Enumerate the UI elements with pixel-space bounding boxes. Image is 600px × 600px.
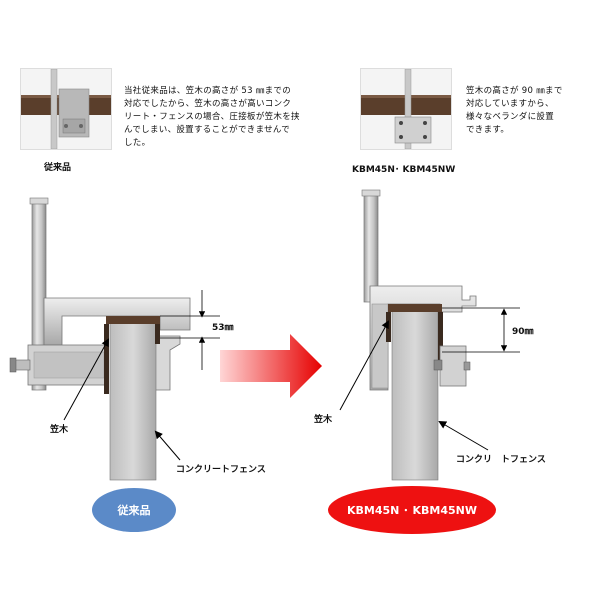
conventional-description-line: 当社従来品は、笠木の高さが 53 ㎜までの <box>124 86 292 96</box>
conventional-description: 当社従来品は、笠木の高さが 53 ㎜までの 対応でしたから、笠木の高さが高いコン… <box>124 85 344 150</box>
new-description-line: 笠木の高さが 90 ㎜まで <box>466 86 563 96</box>
conventional-description-line: んでしまい、設置することができませんで <box>124 125 291 135</box>
new-description-line: 様々なベランダに設置 <box>466 112 555 122</box>
new-photo-caption: KBM45N･ KBM45NW <box>352 165 456 175</box>
conventional-photo-caption: 従来品 <box>44 163 72 173</box>
new-pole <box>363 191 379 303</box>
new-fence <box>391 307 439 481</box>
conventional-photo-illustration <box>21 69 111 149</box>
new-description-line: 対応していますから、 <box>466 99 554 109</box>
conventional-product-photo <box>20 68 112 150</box>
conventional-description-line: 対応でしたから、笠木の高さが高いコンク <box>124 99 292 109</box>
conventional-kasagi <box>106 316 160 324</box>
conventional-badge: 従来品 <box>92 488 176 532</box>
conventional-description-line: リート・フェンスの場合、圧接板が笠木を挟 <box>124 112 300 122</box>
new-kasagi-label: 笠木 <box>314 415 333 425</box>
conventional-fence <box>109 319 157 481</box>
conventional-badge-label: 従来品 <box>117 504 151 517</box>
new-dimension-label: 90㎜ <box>512 327 534 337</box>
conventional-dimension-label: 53㎜ <box>212 323 234 333</box>
new-badge: KBM45N ･ KBM45NW <box>328 486 496 534</box>
new-description: 笠木の高さが 90 ㎜まで 対応していますから、 様々なベランダに設置 できます… <box>466 85 596 137</box>
conventional-fence-label: コンクリートフェンス <box>176 465 266 475</box>
new-photo-illustration <box>361 69 451 149</box>
new-diagram <box>339 189 520 481</box>
new-kasagi <box>388 304 442 312</box>
new-badge-label: KBM45N ･ KBM45NW <box>346 504 478 517</box>
transition-arrow <box>220 334 322 398</box>
conventional-diagram <box>9 197 220 481</box>
new-description-line: できます。 <box>466 125 510 135</box>
new-product-photo <box>360 68 452 150</box>
conventional-kasagi-label: 笠木 <box>50 425 69 435</box>
new-fence-label: コンクリ トフェンス <box>456 455 546 465</box>
conventional-description-line: した。 <box>124 138 151 148</box>
